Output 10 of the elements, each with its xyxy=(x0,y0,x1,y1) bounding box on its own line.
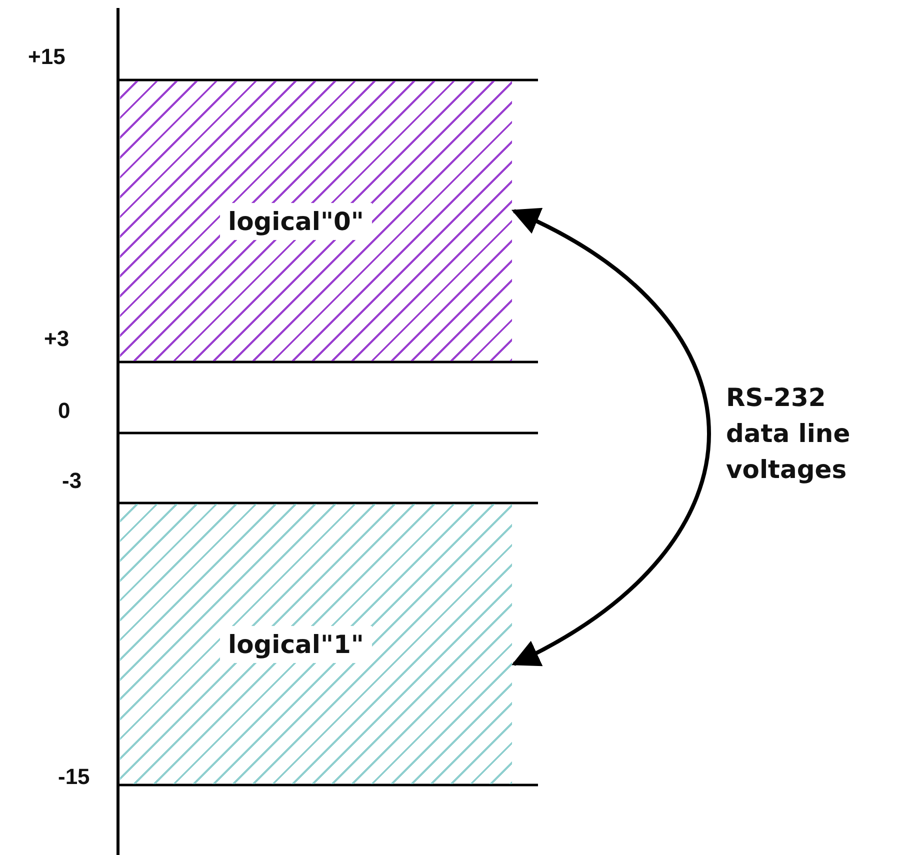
voltage-label: 0 xyxy=(58,398,70,424)
voltage-label: +3 xyxy=(44,326,70,352)
voltage-label: +15 xyxy=(28,44,66,70)
voltage-label: -15 xyxy=(58,764,90,790)
voltage-label: -3 xyxy=(62,468,82,494)
region-label: logical"0" xyxy=(220,203,372,240)
hatched-region xyxy=(120,81,512,361)
region-label: logical"1" xyxy=(220,626,372,663)
curved-double-arrow xyxy=(512,209,711,666)
hatched-region xyxy=(120,504,512,784)
